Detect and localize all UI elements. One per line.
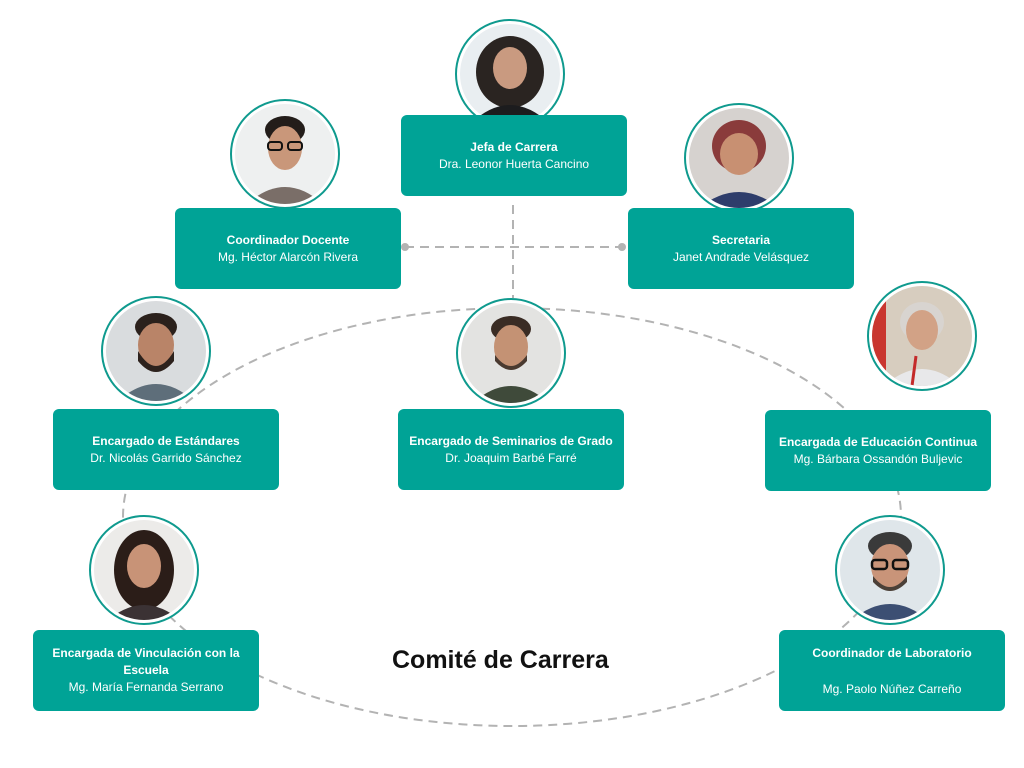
member-name: Mg. Bárbara Ossandón Buljevic [793,451,963,466]
photo-encargada-de-vinculacion [89,515,199,625]
member-role: Encargada de Educación Continua [778,434,978,449]
photo-coordinador-de-laboratorio [835,515,945,625]
person-photo-icon [872,286,972,386]
photo-secretaria [684,103,794,213]
member-name: Mg. María Fernanda Serrano [68,680,224,694]
member-role: Coordinador de Laboratorio [812,645,972,660]
photo-encargado-de-seminarios [456,298,566,408]
photo-encargado-de-estandares [101,296,211,406]
member-name: Dr. Joaquim Barbé Farré [445,450,577,465]
member-name: Mg. Paolo Núñez Carreño [822,681,962,696]
person-photo-icon [235,104,335,204]
member-role: Jefa de Carrera [470,139,558,154]
person-photo-icon [689,108,789,208]
member-box-secretaria: Secretaria Janet Andrade Velásquez [628,208,854,289]
person-photo-icon [460,24,560,124]
member-name: Dr. Nicolás Garrido Sánchez [90,450,242,465]
member-role: Secretaria [711,232,771,247]
member-name: Janet Andrade Velásquez [672,249,810,264]
member-box-encargada-de-educacion-continua: Encargada de Educación Continua Mg. Bárb… [765,410,991,491]
person-photo-icon [461,303,561,403]
member-role: Encargada de Vinculación con la Escuela [52,646,240,677]
member-box-jefa-de-carrera: Jefa de Carrera Dra. Leonor Huerta Canci… [401,115,627,196]
photo-jefa-de-carrera [455,19,565,129]
photo-coordinador-docente [230,99,340,209]
member-box-encargado-de-seminarios: Encargado de Seminarios de Grado Dr. Joa… [398,409,624,490]
member-role: Encargado de Seminarios de Grado [409,433,613,448]
member-box-encargado-de-estandares: Encargado de Estándares Dr. Nicolás Garr… [53,409,279,490]
person-photo-icon [94,520,194,620]
member-box-coordinador-docente: Coordinador Docente Mg. Héctor Alarcón R… [175,208,401,289]
person-photo-icon [840,520,940,620]
page-title: Comité de Carrera [392,646,609,674]
member-role: Encargado de Estándares [92,433,240,448]
member-name: Dra. Leonor Huerta Cancino [438,156,590,171]
photo-encargada-de-educacion-continua [867,281,977,391]
person-photo-icon [106,301,206,401]
member-name: Mg. Héctor Alarcón Rivera [217,249,359,264]
member-role: Coordinador Docente [226,232,350,247]
member-box-encargada-de-vinculacion: Encargada de Vinculación con la Escuela … [33,630,259,711]
member-box-coordinador-de-laboratorio: Coordinador de Laboratorio Mg. Paolo Núñ… [779,630,1005,711]
